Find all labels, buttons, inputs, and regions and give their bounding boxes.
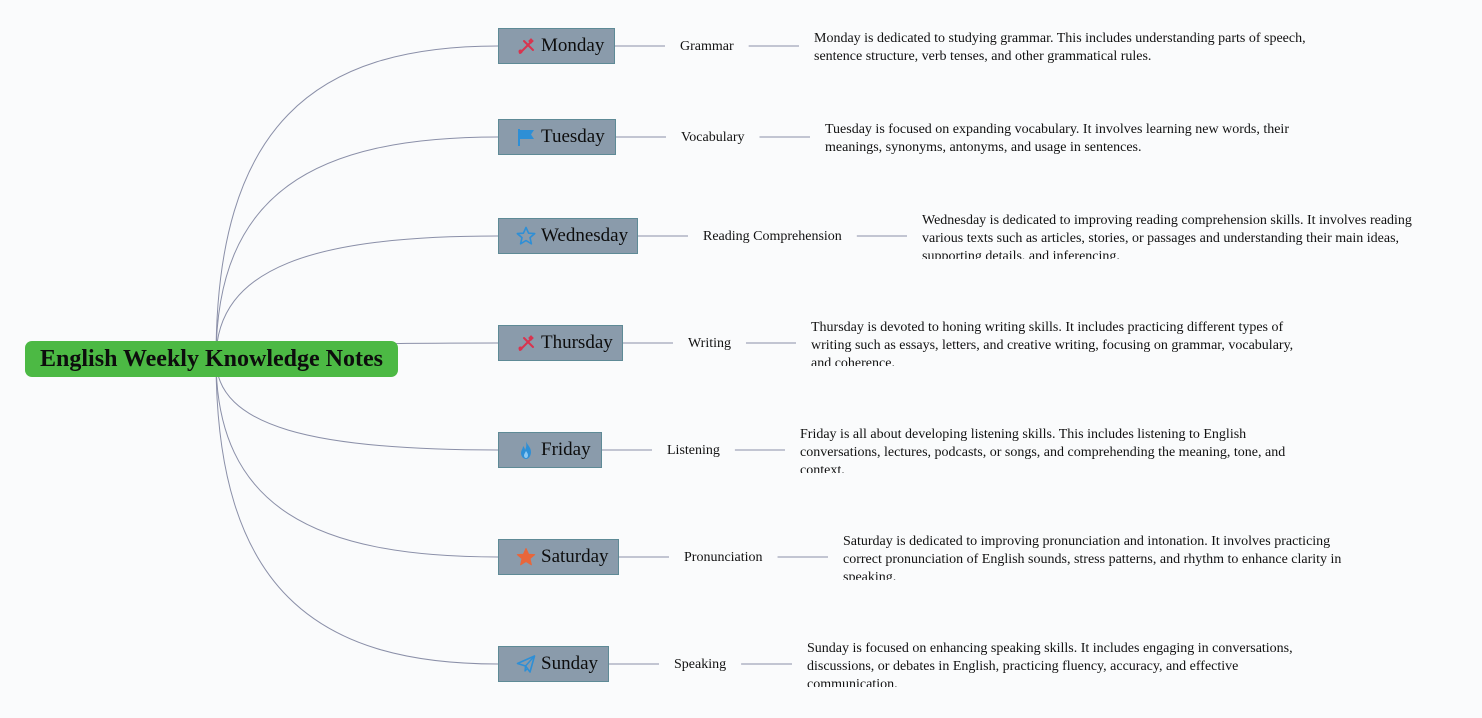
star-outline-icon	[516, 226, 536, 246]
tools-icon	[516, 36, 536, 56]
description-sunday: Sunday is focused on enhancing speaking …	[807, 641, 1293, 687]
description-monday: Monday is dedicated to studying grammar.…	[814, 31, 1306, 64]
description-wednesday: Wednesday is dedicated to improving read…	[922, 213, 1412, 259]
topic-reading-comprehension[interactable]: Reading Comprehension	[703, 229, 842, 244]
root-to-day-line	[215, 235, 499, 360]
day-label: Friday	[541, 439, 591, 460]
day-label: Sunday	[541, 653, 598, 674]
day-node-monday[interactable]: Monday	[498, 28, 615, 64]
day-label: Tuesday	[541, 126, 605, 147]
root-title: English Weekly Knowledge Notes	[40, 345, 383, 372]
day-label: Monday	[541, 35, 605, 56]
day-node-sunday[interactable]: Sunday	[498, 646, 609, 682]
description-friday: Friday is all about developing listening…	[800, 427, 1286, 473]
root-to-day-line	[215, 358, 499, 558]
day-label: Wednesday	[541, 225, 629, 246]
root-to-day-line	[215, 358, 499, 665]
description-thursday: Thursday is devoted to honing writing sk…	[811, 320, 1294, 366]
topic-speaking[interactable]: Speaking	[674, 657, 727, 672]
star-filled-icon	[516, 547, 536, 567]
day-node-saturday[interactable]: Saturday	[498, 539, 619, 575]
root-to-day-line	[215, 358, 499, 451]
day-node-wednesday[interactable]: Wednesday	[498, 218, 638, 254]
paper-plane-icon	[516, 654, 536, 674]
tools-icon	[516, 333, 536, 353]
day-node-friday[interactable]: Friday	[498, 432, 602, 468]
topic-pronunciation[interactable]: Pronunciation	[684, 550, 763, 565]
root-to-day-line	[215, 136, 499, 360]
topic-grammar[interactable]: Grammar	[680, 39, 734, 54]
day-node-thursday[interactable]: Thursday	[498, 325, 623, 361]
description-tuesday: Tuesday is focused on expanding vocabula…	[825, 122, 1289, 155]
topic-listening[interactable]: Listening	[667, 443, 720, 458]
root-to-day-line	[215, 45, 499, 360]
day-node-tuesday[interactable]: Tuesday	[498, 119, 616, 155]
topic-vocabulary[interactable]: Vocabulary	[681, 130, 745, 145]
description-saturday: Saturday is dedicated to improving pronu…	[843, 534, 1342, 580]
root-node[interactable]: English Weekly Knowledge Notes	[25, 341, 398, 377]
day-label: Thursday	[541, 332, 613, 353]
topic-writing[interactable]: Writing	[688, 336, 731, 351]
day-label: Saturday	[541, 546, 609, 567]
fire-icon	[516, 440, 536, 460]
flag-icon	[516, 127, 536, 147]
